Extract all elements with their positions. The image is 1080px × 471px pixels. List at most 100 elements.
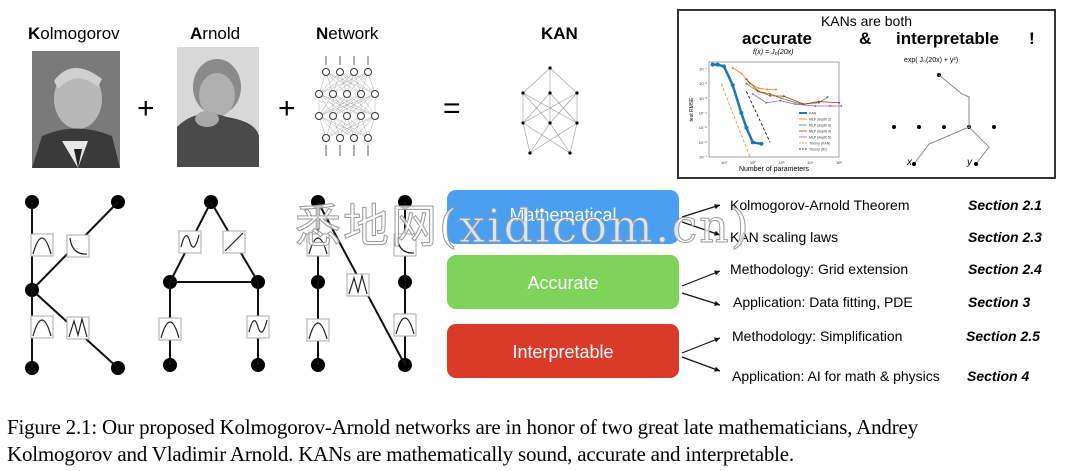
mlp-node xyxy=(329,112,337,120)
data-point xyxy=(774,88,777,91)
item-simplification: Methodology: Simplification xyxy=(732,328,903,344)
item-data-fitting: Application: Data fitting, PDE xyxy=(733,294,913,310)
pill-interpretable: Interpretable xyxy=(447,324,679,378)
kan-edge xyxy=(549,92,578,124)
kan-node xyxy=(528,151,532,155)
activation-curve xyxy=(224,232,244,252)
data-point xyxy=(794,103,797,106)
data-point xyxy=(739,110,744,115)
x-tick-label: 10² xyxy=(750,160,756,165)
data-point xyxy=(826,96,829,99)
mlp-edge xyxy=(318,71,341,95)
kan-node xyxy=(575,121,579,125)
activation-curve xyxy=(348,273,368,295)
legend-entry: MLP (depth 5) xyxy=(809,136,831,140)
mlp-node xyxy=(329,90,337,98)
y-tick-label: 10⁻² xyxy=(699,81,708,86)
legend-entry: MLP (depth 4) xyxy=(809,130,831,134)
legend-entry: Theory (KAN) xyxy=(809,142,830,146)
arrowhead-icon xyxy=(714,300,720,306)
x-tick-label: 10¹ xyxy=(721,160,727,165)
activation-curve xyxy=(395,317,415,335)
figure-caption: Figure 2.1: Our proposed Kolmogorov-Arno… xyxy=(7,414,1077,468)
arrows xyxy=(681,204,721,372)
activation-box xyxy=(306,318,330,342)
watermark: 悉地网(xidicom.cn) xyxy=(295,199,751,254)
inset-title: KANs are both xyxy=(820,13,913,29)
mlp-node xyxy=(322,134,330,142)
tree-node xyxy=(892,125,896,129)
tree-edge xyxy=(938,74,970,127)
data-point xyxy=(838,101,840,104)
mlp-network-icon xyxy=(315,56,379,156)
kan-node xyxy=(521,91,525,95)
arrowhead-icon xyxy=(714,230,720,236)
legend-entry: MLP (depth 3) xyxy=(809,124,831,128)
mlp-node xyxy=(357,90,365,98)
tree-node xyxy=(992,125,996,129)
activation-curve xyxy=(32,319,52,337)
data-point xyxy=(744,125,749,130)
caption-line-2: Kolmogorov and Vladimir Arnold. KANs are… xyxy=(7,442,794,466)
mlp-node xyxy=(336,134,344,142)
data-point xyxy=(780,97,783,100)
kan-letters-diagram xyxy=(25,195,417,375)
series-line-theory-id- xyxy=(746,91,771,143)
kan-node xyxy=(548,91,552,95)
header-network: Network xyxy=(316,24,379,43)
mlp-node xyxy=(371,112,379,120)
mlp-edge xyxy=(346,71,369,95)
series-line-theory-kan- xyxy=(720,83,751,158)
tree-node xyxy=(942,125,946,129)
plus-sign-1: + xyxy=(137,92,155,125)
inset-box: KANs are both accurate & interpretable !… xyxy=(677,9,1056,179)
arrowhead-icon xyxy=(714,337,720,343)
activation-curve xyxy=(308,237,328,255)
inset-accurate: accurate xyxy=(742,29,812,48)
activation-box xyxy=(30,233,54,257)
caption-line-1: Figure 2.1: Our proposed Kolmogorov-Arno… xyxy=(7,415,918,439)
item-grid-extension: Methodology: Grid extension xyxy=(730,261,909,277)
y-tick-label: 10⁻⁵ xyxy=(699,125,708,130)
mlp-edge xyxy=(339,115,376,139)
mlp-edge xyxy=(353,115,376,139)
section-2-1: Section 2.1 xyxy=(968,197,1042,213)
kan-node xyxy=(575,91,579,95)
data-point xyxy=(757,87,760,90)
mlp-edge xyxy=(325,115,362,139)
activation-box xyxy=(30,315,54,339)
data-point xyxy=(759,141,764,146)
data-point xyxy=(766,88,769,91)
mlp-edge xyxy=(325,115,376,139)
data-point xyxy=(840,105,843,108)
mlp-edge xyxy=(318,71,369,95)
section-4: Section 4 xyxy=(967,368,1030,384)
x-axis-label: Number of parameters xyxy=(739,166,810,173)
data-point xyxy=(769,94,772,97)
legend-entry: MLP (depth 2) xyxy=(809,118,831,122)
activation-box xyxy=(393,233,417,257)
arrow-line xyxy=(681,292,721,306)
var-y: y xyxy=(967,157,972,168)
tree-edge xyxy=(968,126,990,165)
mlp-edge xyxy=(332,93,376,117)
mlp-edge xyxy=(360,93,376,117)
kan-edge xyxy=(522,67,551,94)
arrow-line xyxy=(681,204,721,218)
arrowhead-icon xyxy=(714,204,720,210)
tree-leaf-x xyxy=(912,162,916,166)
data-point xyxy=(745,78,748,81)
data-point xyxy=(730,83,735,88)
activation-box xyxy=(66,234,90,258)
section-3: Section 3 xyxy=(968,294,1031,310)
pill-mathematical: Mathematical xyxy=(447,190,679,244)
mlp-edge xyxy=(318,93,362,117)
header-kan: KAN xyxy=(541,24,578,43)
data-point xyxy=(722,64,727,69)
series-line-mlp-depth-2- xyxy=(732,67,776,90)
y-tick-label: 10⁻⁶ xyxy=(699,140,708,145)
data-point xyxy=(769,92,772,95)
mlp-edge xyxy=(318,93,348,117)
activation-box xyxy=(393,313,417,337)
